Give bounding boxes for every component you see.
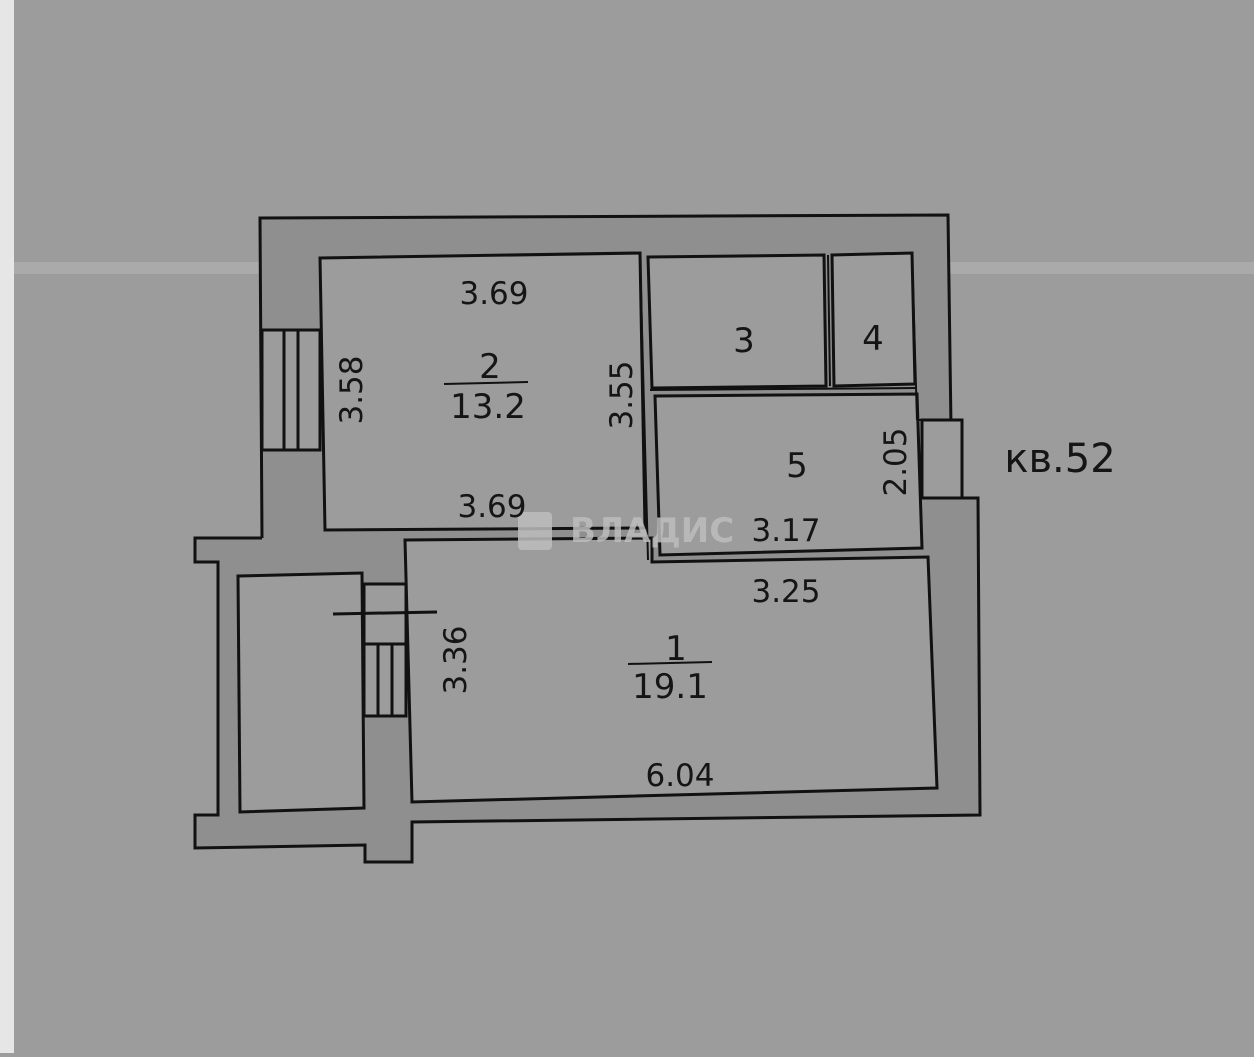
room-1-left-dimension: 3.36 <box>438 625 474 694</box>
room-2-left-dimension: 3.58 <box>334 355 370 424</box>
room-1-bottom-dimension: 6.04 <box>645 758 714 794</box>
watermark: ВЛАДИС <box>518 511 734 551</box>
paper-edge <box>0 0 14 1053</box>
room-3-number: 3 <box>733 321 755 361</box>
room-5-number: 5 <box>786 446 808 486</box>
room-2-bottom-dimension: 3.69 <box>457 489 526 525</box>
balcony-door <box>332 582 438 718</box>
room-2 <box>318 251 647 532</box>
room-1-divider <box>627 661 713 665</box>
loggia <box>236 571 366 814</box>
apartment-label: кв.52 <box>1004 436 1115 482</box>
room-5-right-dimension: 2.05 <box>878 427 914 496</box>
room-2-divider <box>443 381 529 385</box>
room-1-top-dimension: 3.25 <box>751 574 820 610</box>
room-4-number: 4 <box>862 319 884 359</box>
room-2-number: 2 <box>479 347 501 387</box>
watermark-text: ВЛАДИС <box>570 511 734 551</box>
room-5-bottom-dimension: 3.17 <box>751 513 820 549</box>
window-room-2 <box>260 328 322 452</box>
room-1 <box>403 536 939 804</box>
room-2-top-dimension: 3.69 <box>459 276 528 312</box>
room-3 <box>646 253 828 390</box>
window-room-5 <box>920 418 964 500</box>
room-2-right-dimension: 3.55 <box>604 360 640 429</box>
room-2-area: 13.2 <box>450 387 526 427</box>
room-1-area: 19.1 <box>632 667 708 707</box>
watermark-logo-icon <box>518 512 552 550</box>
room-1-number: 1 <box>665 629 687 669</box>
room-5 <box>653 392 924 557</box>
